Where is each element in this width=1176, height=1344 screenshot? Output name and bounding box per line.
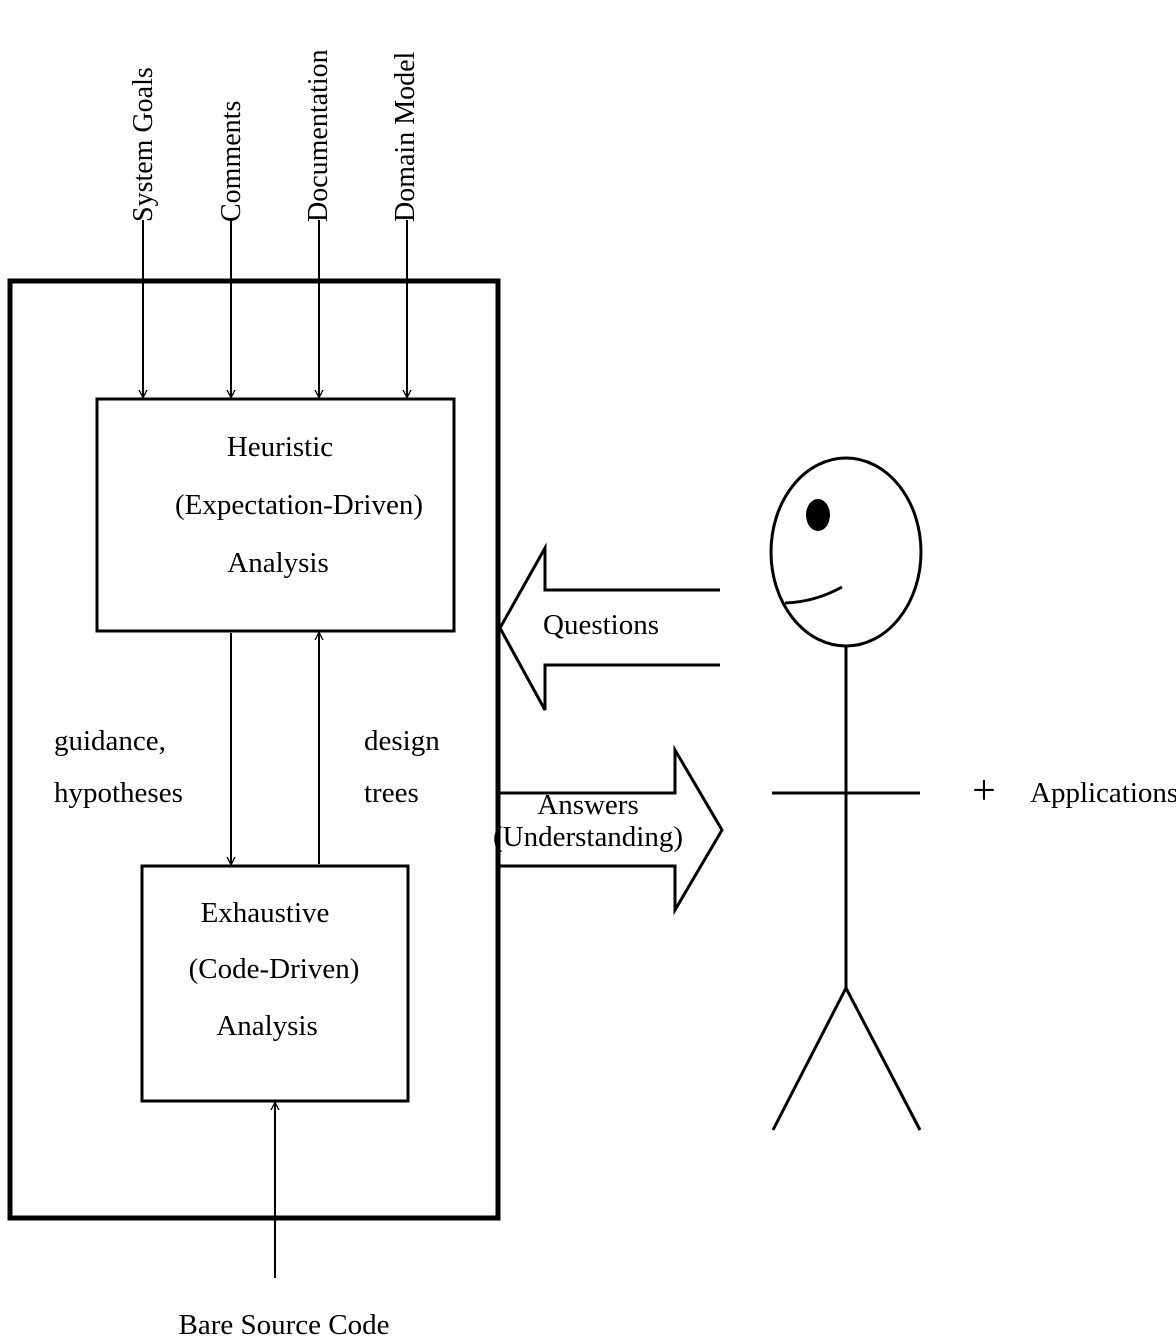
heuristic-title: Heuristic (227, 431, 333, 463)
input-label-documentation: Documentation (303, 49, 334, 222)
bare-source-code-label: Bare Source Code (179, 1309, 390, 1341)
exhaustive-subtitle: (Code-Driven) (189, 953, 360, 985)
user-smile (784, 585, 843, 605)
input-label-domain-model: Domain Model (390, 51, 421, 222)
answers-arrow (500, 744, 724, 916)
heuristic-analysis-box (95, 397, 456, 633)
user-left-leg (771, 987, 848, 1131)
understanding-label: (Understanding) (493, 821, 683, 853)
input-label-comments: Comments (216, 101, 247, 222)
heuristic-analysis-label: Analysis (227, 547, 329, 579)
heuristic-subtitle: (Expectation-Driven) (175, 489, 423, 521)
exhaustive-analysis-box (140, 864, 410, 1103)
hypotheses-label: hypotheses (54, 777, 183, 809)
questions-arrow (498, 542, 720, 711)
user-stick-figure (769, 456, 923, 1131)
questions-label: Questions (543, 609, 659, 641)
guidance-label: guidance, (54, 725, 166, 757)
plus-symbol: + (972, 768, 996, 814)
design-label: design (364, 725, 440, 757)
outer-system-box (7, 278, 501, 1221)
user-eye (806, 499, 830, 531)
input-label-system-goals: System Goals (128, 67, 159, 222)
trees-label: trees (364, 777, 419, 809)
exhaustive-title: Exhaustive (201, 897, 330, 929)
user-head (769, 456, 923, 648)
applications-label: Applications (1030, 777, 1176, 809)
user-right-leg (844, 987, 922, 1131)
answers-label: Answers (537, 789, 639, 821)
exhaustive-analysis-label: Analysis (216, 1010, 318, 1042)
